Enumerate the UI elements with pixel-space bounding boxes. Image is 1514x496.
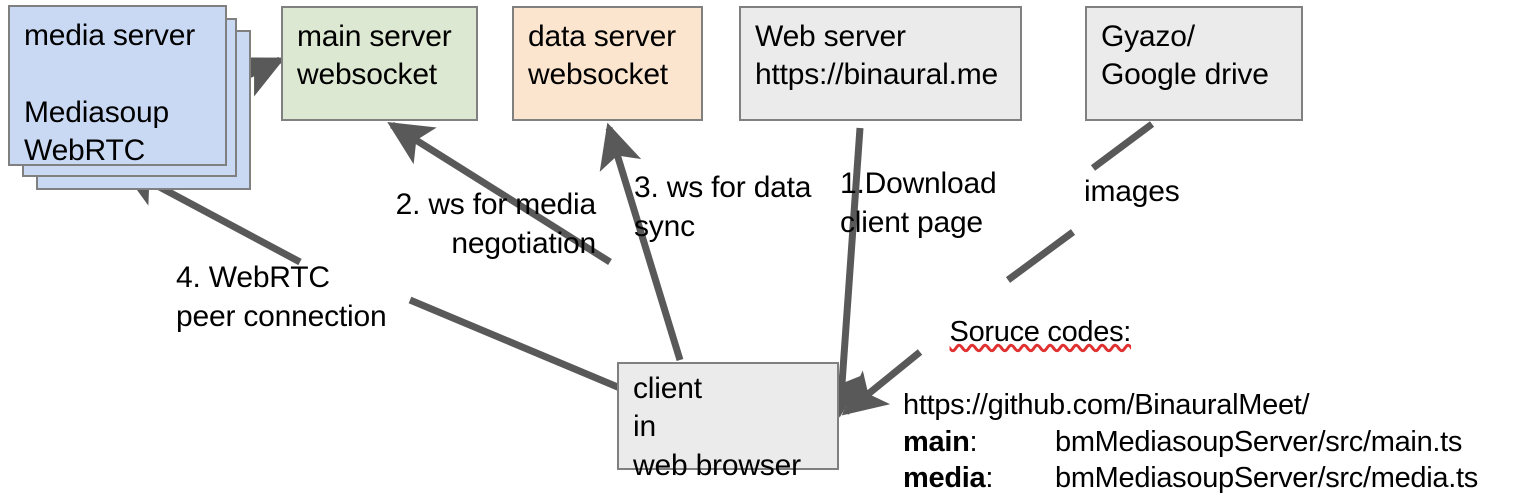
source-row-media-value: bmMediasoupServer/src/media.ts [1055, 461, 1478, 494]
edge-label-ws-data-sync: 3. ws for data sync [634, 171, 812, 243]
edge-label-download-client-page: 1.Download client page [840, 167, 997, 239]
source-row-media-key: media: [903, 460, 1055, 496]
source-row-media-key-text: media [903, 461, 986, 494]
arrow-client-to-mediaserver [408, 296, 622, 392]
arrow-client-to-dataserver [599, 122, 684, 362]
source-codes-repo-url[interactable]: https://github.com/BinauralMeet/ [903, 389, 1310, 422]
node-gyazo-google-drive[interactable]: Gyazo/ Google drive [1085, 6, 1303, 121]
line-gyazo-images-upper [1090, 121, 1155, 171]
edge-label-images: images [1084, 175, 1180, 208]
arrow-client-to-mainserver [387, 122, 612, 265]
line-gyazo-images-lower [1005, 229, 1076, 283]
node-client[interactable]: client in web browser [617, 362, 839, 482]
arrow-images-to-client [841, 349, 923, 416]
source-codes-heading-text: Soruce codes: [949, 316, 1132, 349]
source-row-main: main: bmMediasoupServer/src/main.ts [903, 424, 1514, 460]
source-row-main-key: main: [903, 424, 1055, 460]
source-row-main-value: bmMediasoupServer/src/main.ts [1055, 425, 1463, 458]
edge-label-ws-media-negotiation: 2. ws for media negotiation [395, 188, 597, 260]
node-main-server[interactable]: main server websocket [281, 6, 478, 121]
source-codes-block: Soruce codes: https://github.com/Binaura… [903, 278, 1514, 496]
source-codes-heading: Soruce codes: [903, 278, 1514, 387]
node-media-server[interactable]: media server Mediasoup WebRTC [8, 5, 227, 167]
source-row-main-colon: : [969, 425, 978, 458]
edge-label-webrtc-peer-connection: 4. WebRTC peer connection [176, 261, 387, 333]
node-web-server[interactable]: Web server https://binaural.me [739, 6, 1022, 121]
arrow-webserver-to-client [821, 127, 865, 418]
source-row-main-key-text: main [903, 425, 970, 458]
source-row-media: media: bmMediasoupServer/src/media.ts [903, 460, 1514, 496]
node-data-server[interactable]: data server websocket [512, 6, 703, 121]
source-row-media-colon: : [985, 461, 994, 494]
